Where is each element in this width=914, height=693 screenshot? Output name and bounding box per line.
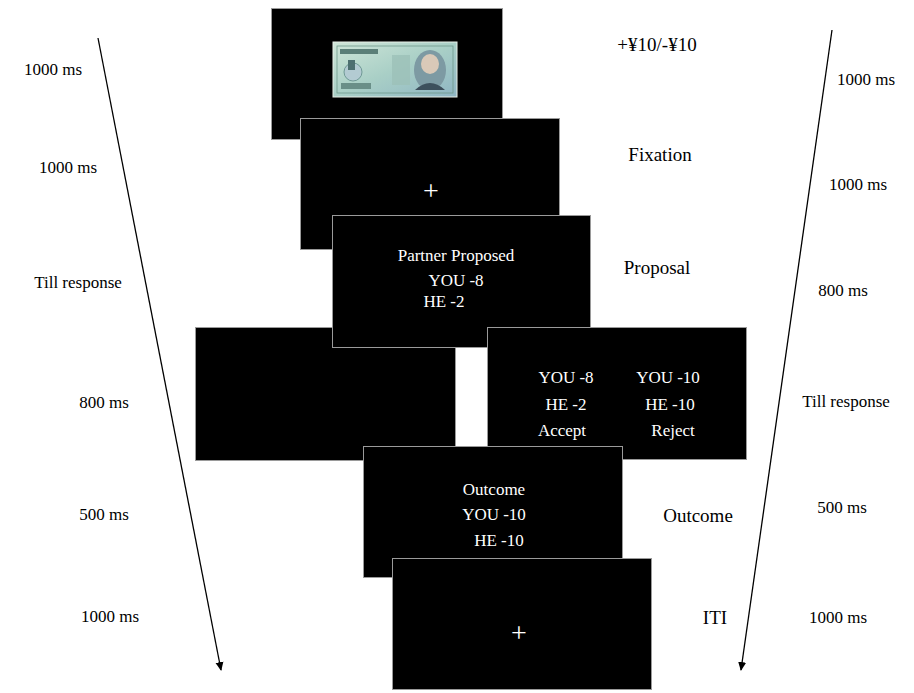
time-arrow — [741, 30, 832, 670]
screen-text: Partner Proposed — [398, 247, 515, 266]
duration-label: 1000 ms — [829, 176, 887, 195]
duration-label: 1000 ms — [81, 608, 139, 627]
stage-label: Proposal — [624, 258, 691, 279]
duration-label: Till response — [802, 393, 890, 412]
stage-label: +¥10/-¥10 — [617, 35, 696, 56]
duration-label: 1000 ms — [837, 71, 895, 90]
screen-text: Reject — [651, 422, 694, 441]
banknote-picture — [333, 42, 457, 97]
screen-text: HE -10 — [474, 532, 524, 551]
screen-text: HE -2 — [545, 396, 586, 415]
duration-label: 1000 ms — [24, 61, 82, 80]
duration-label: 800 ms — [79, 394, 129, 413]
duration-label: 500 ms — [817, 499, 867, 518]
screen-text: YOU -8 — [538, 369, 593, 388]
screen-text: Accept — [538, 422, 586, 441]
screen-text: YOU -10 — [636, 369, 700, 388]
screen-text: Outcome — [463, 481, 525, 500]
screen-text: + — [511, 618, 527, 649]
screen-text: HE -10 — [645, 396, 695, 415]
duration-label: 500 ms — [79, 506, 129, 525]
duration-label: Till response — [34, 274, 122, 293]
duration-label: 1000 ms — [39, 159, 97, 178]
duration-label: 800 ms — [818, 282, 868, 301]
screen-text: YOU -8 — [428, 272, 483, 291]
stage-label: Fixation — [628, 145, 691, 166]
screen-text: YOU -10 — [462, 506, 526, 525]
duration-label: 1000 ms — [809, 609, 867, 628]
screen-text: + — [423, 176, 439, 207]
screen-text: HE -2 — [423, 293, 464, 312]
stage-label: ITI — [703, 608, 727, 629]
stage-label: Outcome — [663, 506, 733, 527]
screen-box: YOU -8 YOU -10 HE -2 HE -10Accept Reject — [487, 327, 747, 460]
screen-box: + — [392, 558, 652, 690]
